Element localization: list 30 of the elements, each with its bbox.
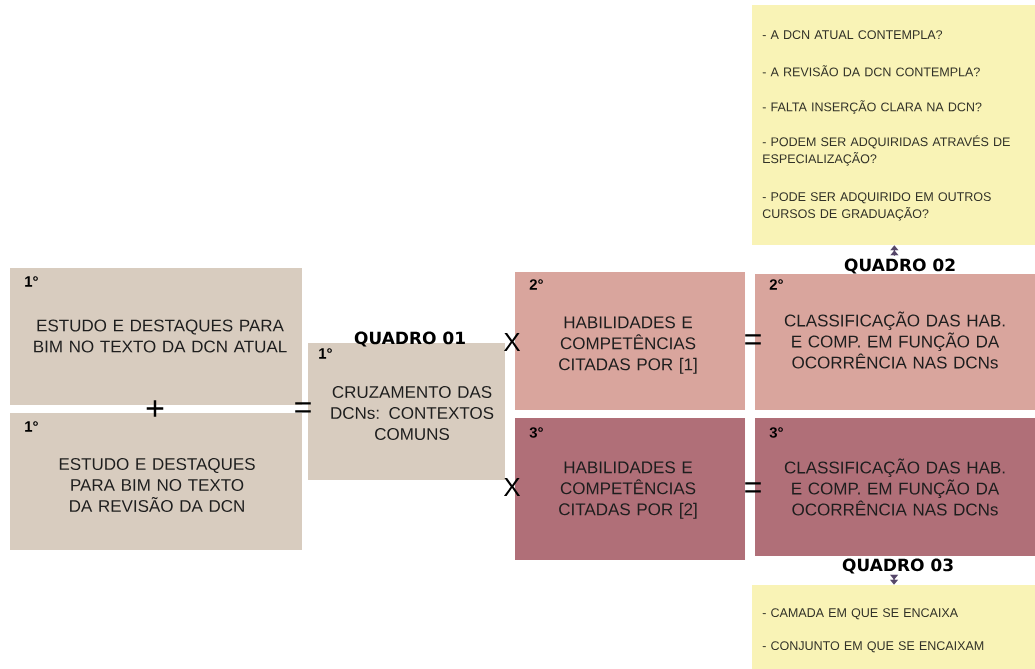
note-text: - CAMADA EM QUE SE ENCAIXA [762,608,959,620]
operator-sign: + [146,400,164,417]
box-heading: QUADRO 01 [354,331,465,347]
box-text: CLASSIFICAÇÃO DAS HAB. E COMP. EM FUNÇÃO DA OCORRÊNCIA NAS DCNs [784,458,1005,516]
box-text: HABILIDADES E COMPETÊNCIAS CITADAS POR [1] [559,316,697,374]
box-text: CRUZAMENTO DAS DCNs: CONTEXTOS COMUNS [331,386,494,441]
operator-sign: = [295,402,311,413]
note-text: - FALTA INSERÇÃO CLARA NA DCN? [762,100,982,114]
note-text: - CONJUNTO EM QUE SE ENCAIXAM [762,641,984,653]
operator-sign: = [745,334,761,345]
note-text: - PODE SER ADQUIRIDO EM OUTROS CURSOS DE GRADUAÇÃO? [762,192,991,221]
box-text: CLASSIFICAÇÃO DAS HAB. E COMP. EM FUNÇÃO DA OCORRÊNCIA NAS DCNs [784,311,1005,369]
note-text: - A REVISÃO DA DCN CONTEMPLA? [762,65,980,77]
note-text: - PODEM SER ADQUIRIDAS ATRAVÉS DE ESPECIALIZAÇÃO? [762,135,1010,166]
step-number: 3° [529,427,543,438]
step-number: 1° [319,348,332,359]
note-box [752,585,1035,669]
note-box [752,5,1035,245]
step-number: 1° [25,276,38,287]
box-text: HABILIDADES E COMPETÊNCIAS CITADAS POR [2] [559,461,697,519]
box-text: ESTUDO E DESTAQUES PARA BIM NO TEXTO DA REVISÃO DA DCN [59,458,255,513]
step-number: 1° [25,421,38,432]
box-heading: QUADRO 02 [844,258,955,274]
note-text: - A DCN ATUAL CONTEMPLA? [762,30,943,40]
step-number: 2° [769,279,783,290]
step-number: 3° [769,427,783,438]
step-number: 2° [529,279,543,290]
box-text: ESTUDO E DESTAQUES PARA BIM NO TEXTO DA DCN ATUAL [34,319,287,353]
box-heading: QUADRO 03 [842,558,953,574]
operator-sign: X [503,333,521,351]
